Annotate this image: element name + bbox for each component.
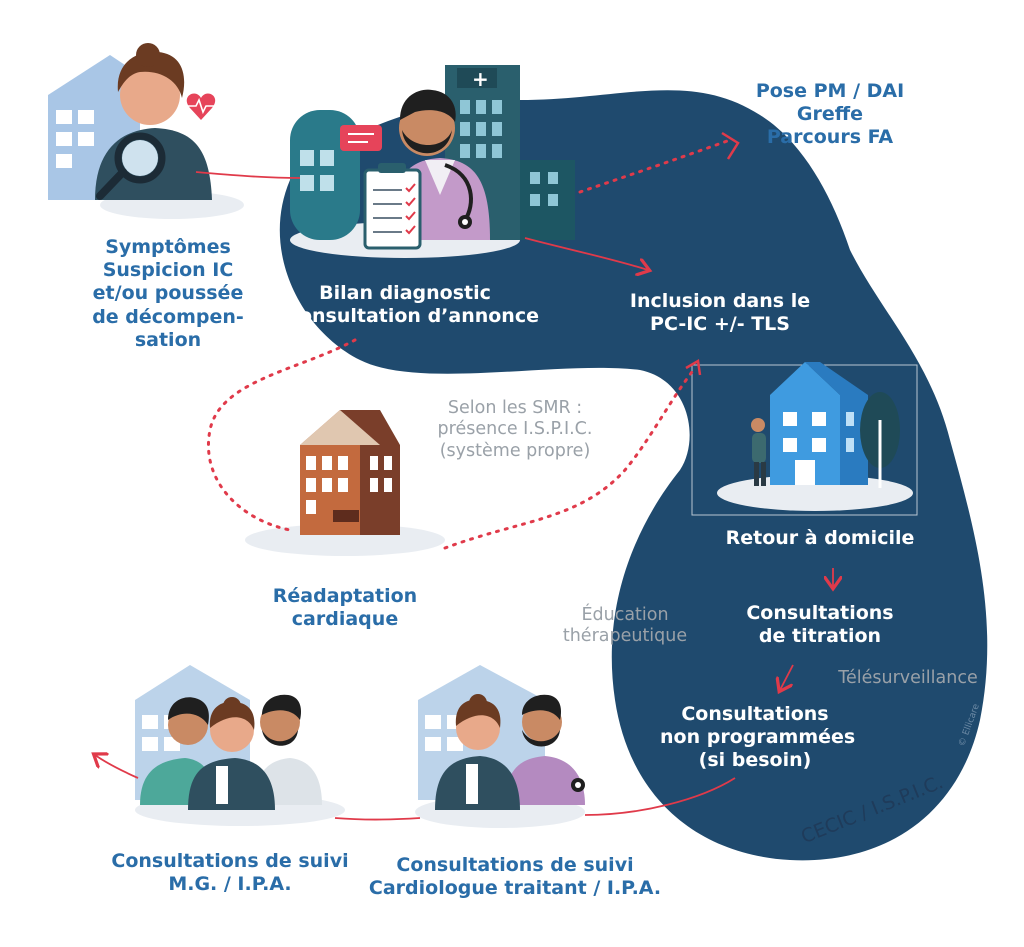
label-line: Consultations de suivi [111,850,349,872]
label-line: Greffe [796,103,864,126]
connectors [95,131,833,821]
symptoms-scene [48,43,244,219]
label-line: de titration [758,625,882,648]
label-line: Inclusion dans le [629,290,811,312]
rehab-scene [245,410,445,556]
label-line: Retour à domicile [725,527,915,549]
label-line: présence I.S.P.I.C. [437,419,593,440]
cardio-team-scene [415,665,585,828]
label-line: Suspicion IC [102,259,234,282]
label-line: thérapeutique [562,626,688,647]
label-line: et/ou poussée [92,282,244,305]
label-symptoms: Symptômes Suspicion IC et/ou poussée de … [73,236,263,352]
label-bilan: Bilan diagnostic Consultation d’annonce [285,282,539,328]
label-line: sation [134,328,202,351]
label-line: Pose PM / DAI [755,80,905,102]
label-line: (si besoin) [698,749,812,772]
home-scene [691,362,918,516]
svg-text:+: + [472,67,489,91]
label-suivi-cardio: Consultations de suivi Cardiologue trait… [365,854,665,900]
label-line: Bilan diagnostic [319,282,491,304]
label-pose: Pose PM / DAI Greffe Parcours FA [740,80,920,150]
label-retour: Retour à domicile [715,527,925,550]
label-line: non programmées [660,726,856,749]
label-line: PC-IC +/- TLS [650,313,790,336]
label-line: cardiaque [291,608,399,631]
label-non-programmees: Consultations non programmées (si besoin… [660,703,856,773]
label-line: Éducation [581,605,669,625]
hospital-doctor-scene: + [290,65,575,258]
label-line: Symptômes [105,236,231,258]
label-line: M.G. / I.P.A. [168,873,292,896]
label-line: Selon les SMR : [447,398,583,418]
mg-team-scene [135,665,345,826]
label-line: Consultations de suivi [396,854,634,876]
label-line: Cardiologue traitant / I.P.A. [368,877,662,900]
label-education: Éducation thérapeutique [540,605,710,648]
label-line: de décompen- [92,305,244,328]
label-inclusion: Inclusion dans le PC-IC +/- TLS [610,290,830,336]
label-telesurveillance: Télésurveillance [818,668,998,689]
label-line: (système propre) [439,440,591,461]
label-line: Consultations [681,703,829,725]
label-suivi-mg: Consultations de suivi M.G. / I.P.A. [110,850,350,896]
cecic-region [279,90,988,861]
label-smr: Selon les SMR : présence I.S.P.I.C. (sys… [415,398,615,462]
label-line: Parcours FA [766,126,894,149]
label-titration: Consultations de titration [735,602,905,648]
label-line: Consultation d’annonce [285,305,539,328]
label-readaptation: Réadaptation cardiaque [245,585,445,631]
label-line: Télésurveillance [838,668,978,688]
label-line: Consultations [746,602,894,624]
label-line: Réadaptation [272,585,418,607]
